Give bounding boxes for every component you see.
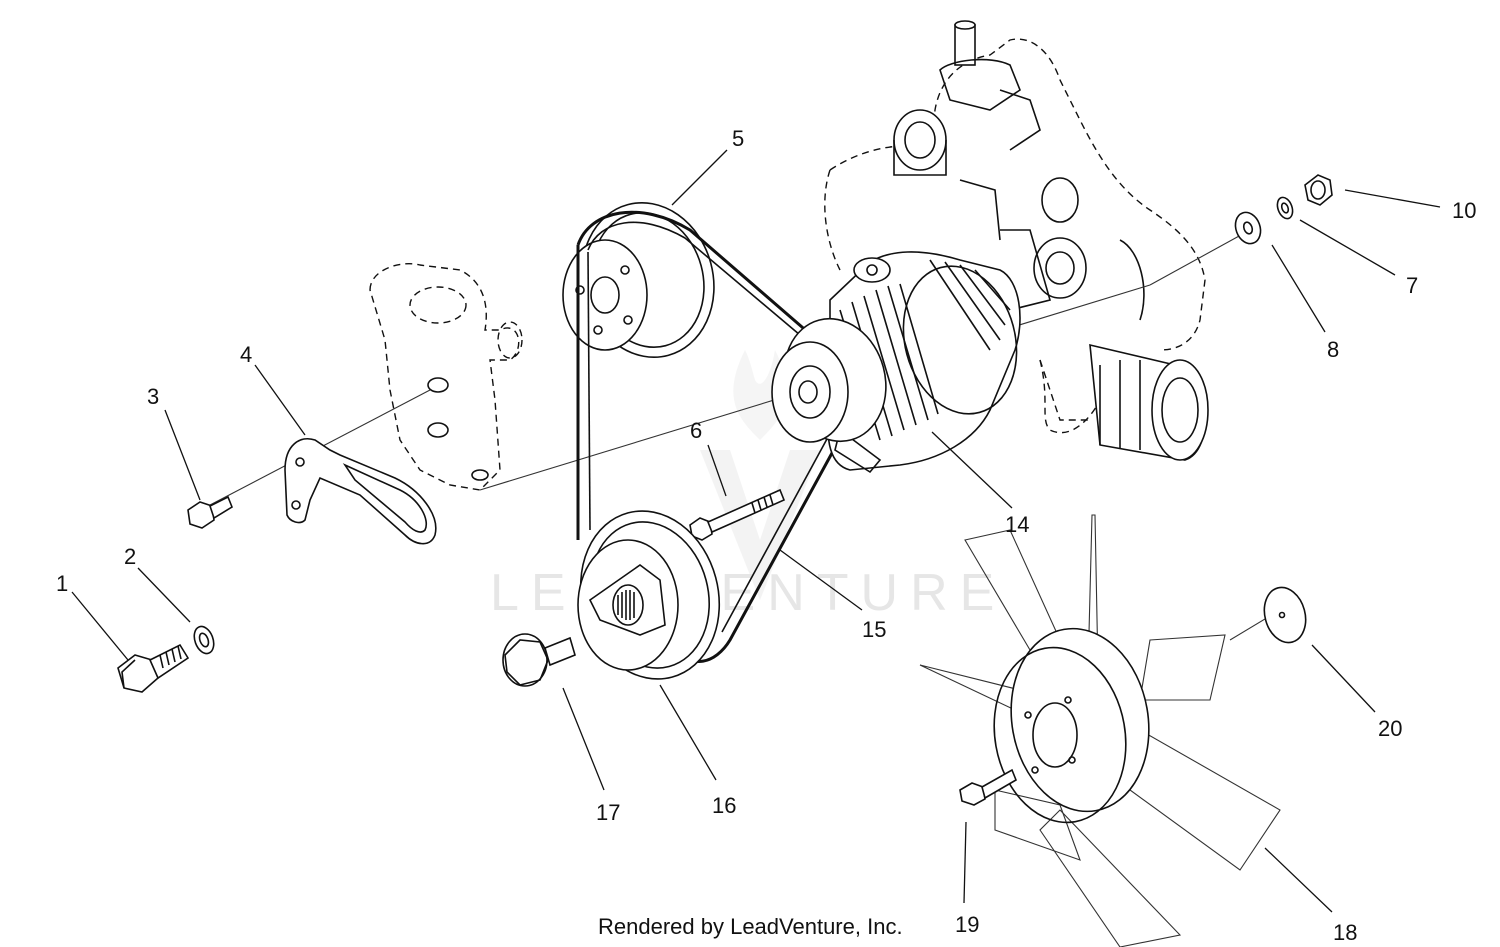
callout-20: 20: [1378, 716, 1402, 741]
leader-1: [71, 591, 129, 661]
engine-block: [824, 20, 1209, 461]
callout-4: 4: [240, 342, 252, 367]
callout-1: 1: [56, 571, 68, 596]
thermostat-housing: [893, 109, 947, 176]
callout-7: 7: [1406, 273, 1418, 298]
leader-19: [963, 821, 967, 904]
part-5-water-pump-pulley: [562, 202, 715, 358]
credit-text: Rendered by LeadVenture, Inc.: [598, 914, 903, 939]
callout-18: 18: [1333, 920, 1357, 945]
watermark-logo-icon: [700, 350, 820, 600]
callout-14: 14: [1005, 512, 1029, 537]
oil-filter: [1039, 343, 1209, 461]
callout-6: 6: [690, 418, 702, 443]
part-8-washer: [1234, 211, 1262, 245]
leader-17: [562, 687, 605, 791]
callout-labels: 1 2 3 4 5 6 7 8 10 14 15 16 17 18 19 20: [56, 126, 1476, 945]
callout-3: 3: [147, 384, 159, 409]
engine-fitting-top: [939, 20, 1041, 151]
leader-10: [1344, 189, 1441, 208]
part-10-nut: [1304, 174, 1333, 206]
callout-19: 19: [955, 912, 979, 937]
part-16-crank-pulley: [577, 510, 721, 680]
leader-2: [137, 567, 191, 623]
callout-15: 15: [862, 617, 886, 642]
watermark: LEADVENTURE: [490, 350, 1006, 622]
leader-14: [931, 431, 1013, 509]
part-4-bracket: [284, 438, 437, 545]
leader-8: [1271, 244, 1326, 333]
leader-16: [659, 684, 717, 781]
part-7-lock-washer: [1276, 196, 1294, 220]
part-18-fan: [919, 514, 1281, 947]
part-1-bolt: [117, 643, 190, 693]
leader-20: [1311, 644, 1376, 713]
alternator-pulley: [771, 317, 887, 443]
callout-17: 17: [596, 800, 620, 825]
part-6-long-bolt: [689, 488, 786, 541]
part-17-flange-bolt: [502, 633, 576, 687]
part-20-spacer: [1263, 586, 1307, 644]
callout-16: 16: [712, 793, 736, 818]
part-2-washer: [193, 625, 215, 655]
engine-ports: [959, 177, 1145, 321]
water-pump-housing: [369, 263, 523, 491]
callout-8: 8: [1327, 337, 1339, 362]
leader-7: [1299, 219, 1396, 276]
leader-lines: [71, 149, 1441, 913]
callout-10: 10: [1452, 198, 1476, 223]
leader-3: [164, 409, 201, 501]
leader-6: [707, 444, 727, 497]
watermark-text: LEADVENTURE: [490, 564, 1006, 622]
part-3-bolt: [187, 495, 233, 529]
part-19-fan-bolt: [959, 768, 1017, 806]
leader-4: [254, 364, 306, 436]
leader-15: [779, 549, 863, 611]
leader-18: [1264, 847, 1333, 913]
callout-2: 2: [124, 544, 136, 569]
part-14-alternator: [771, 251, 1021, 474]
leader-5: [671, 149, 728, 206]
callout-5: 5: [732, 126, 744, 151]
